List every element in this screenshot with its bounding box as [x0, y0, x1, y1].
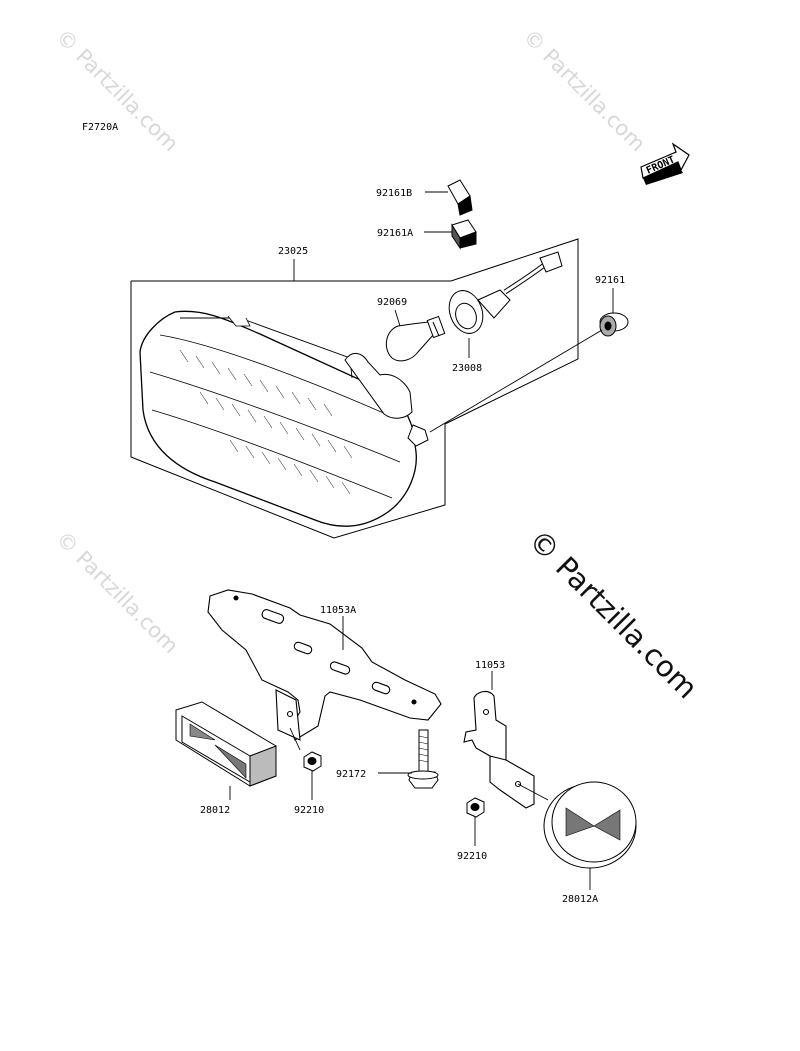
bracket-11053a [207, 589, 442, 741]
label-92069[interactable]: 92069 [377, 297, 407, 308]
label-92161B[interactable]: 92161B [376, 188, 412, 199]
front-arrow: FRONT [640, 142, 690, 185]
label-92210-left[interactable]: 92210 [294, 805, 324, 816]
watermark-top-right: © Partzilla.com [518, 25, 650, 157]
figure-code: F2720A [82, 122, 118, 133]
reflector-rect-icon [175, 701, 277, 787]
nut-right-icon [466, 797, 485, 818]
label-28012[interactable]: 28012 [200, 805, 230, 816]
reflector-round-icon [543, 781, 637, 869]
part-labels: 92161B 92161A 23025 92161 92069 23008 11… [200, 188, 625, 905]
label-23025[interactable]: 23025 [278, 246, 308, 257]
cap-b-icon [447, 179, 473, 216]
grommet-icon [599, 312, 629, 337]
label-11053A[interactable]: 11053A [320, 605, 356, 616]
label-92161A[interactable]: 92161A [377, 228, 413, 239]
nut-left-icon [303, 751, 322, 772]
watermark-top-left: © Partzilla.com [51, 25, 183, 157]
cap-a-icon [451, 219, 477, 250]
socket-icon [448, 251, 563, 334]
label-92172[interactable]: 92172 [336, 769, 366, 780]
watermark-mid-left: © Partzilla.com [51, 527, 183, 659]
bracket-11053 [463, 690, 535, 809]
label-28012A[interactable]: 28012A [562, 894, 598, 905]
leader-lines [229, 191, 614, 890]
label-23008[interactable]: 23008 [452, 363, 482, 374]
label-11053[interactable]: 11053 [475, 660, 505, 671]
tail-lamp-housing [139, 310, 429, 527]
label-92161[interactable]: 92161 [595, 275, 625, 286]
label-92210-right[interactable]: 92210 [457, 851, 487, 862]
bolt-icon [407, 729, 439, 789]
assembly-frame [130, 238, 579, 539]
watermark-main: © Partzilla.com [522, 523, 704, 705]
bulb-icon [385, 315, 446, 362]
